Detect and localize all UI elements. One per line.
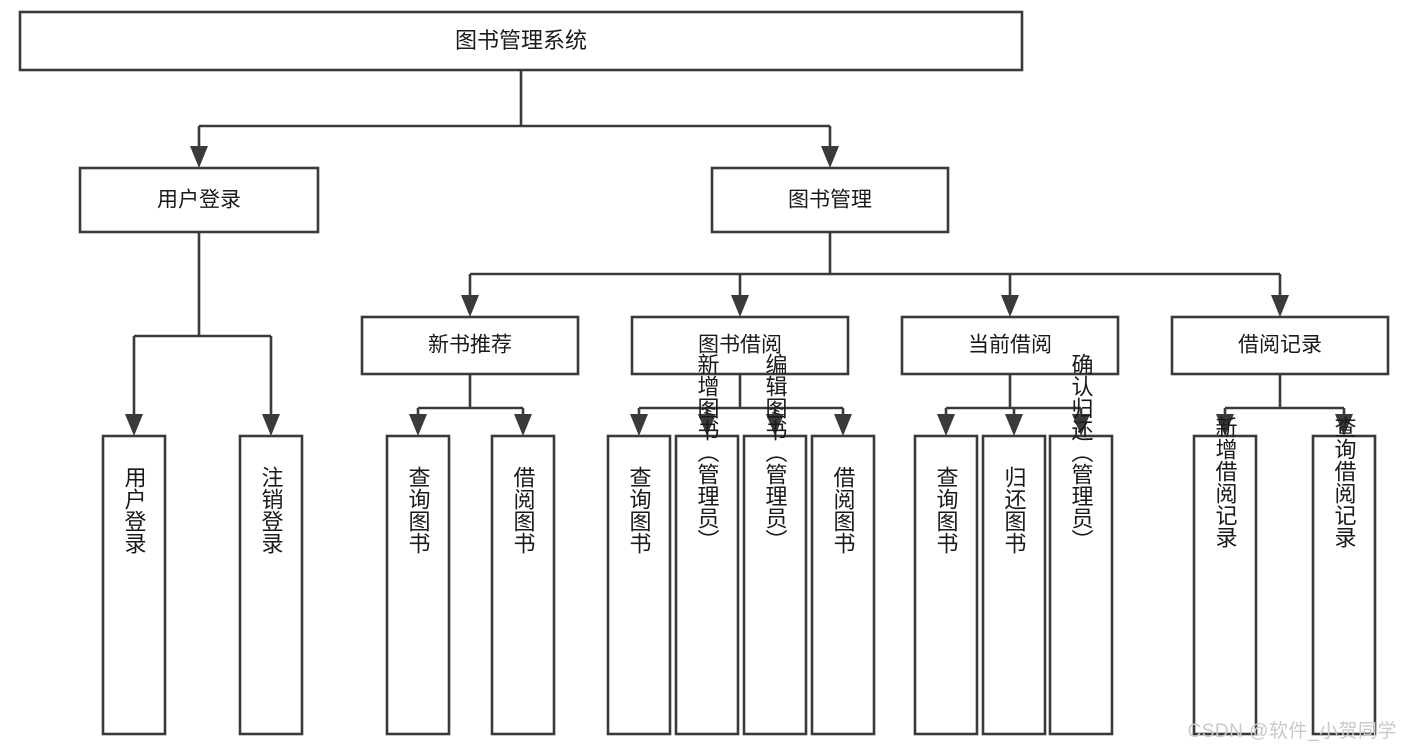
edge-group-current-borrow bbox=[937, 374, 1090, 436]
leaf-box-nbr-query-book bbox=[385, 434, 451, 736]
node-box-root bbox=[18, 10, 1024, 72]
arrowhead-leaf-logout bbox=[262, 414, 280, 436]
node-new-book-recommend[interactable]: 新书推荐 bbox=[360, 315, 580, 376]
leaf-label-bb-query-book: 查询图书 bbox=[627, 466, 652, 554]
arrowhead-book-manage bbox=[821, 146, 839, 168]
edge-group-book-borrow bbox=[630, 374, 852, 436]
leaf-label-bb-borrow-book: 借阅图书 bbox=[831, 466, 856, 554]
leaf-node-br-query-record[interactable]: 查询借阅记录 bbox=[1311, 416, 1377, 736]
edge-group-borrow-record bbox=[1216, 374, 1353, 436]
arrowhead-new-book-recommend bbox=[461, 295, 479, 317]
edge-group-root bbox=[190, 70, 839, 168]
leaf-label-user-login-action: 用户登录 bbox=[122, 466, 147, 554]
node-box-borrow-record bbox=[1170, 315, 1390, 376]
leaf-label-cb-return-book: 归还图书 bbox=[1002, 466, 1027, 554]
arrowhead-nbr-leaf-1 bbox=[409, 414, 427, 436]
leaf-label-br-query-record: 查询借阅记录 bbox=[1332, 416, 1357, 548]
node-current-borrow[interactable]: 当前借阅 bbox=[900, 315, 1120, 376]
leaf-label-cb-confirm-return: 确认归还（管理员） bbox=[1069, 353, 1094, 551]
leaf-box-cb-query-book bbox=[913, 434, 979, 736]
node-box-book-management bbox=[710, 166, 950, 234]
edge-group-book-manage bbox=[461, 232, 1289, 317]
node-label-user-login: 用户登录 bbox=[157, 189, 241, 212]
leaf-label-br-add-record: 新增借阅记录 bbox=[1213, 416, 1238, 548]
arrowhead-nbr-leaf-2 bbox=[514, 414, 532, 436]
leaf-node-br-add-record[interactable]: 新增借阅记录 bbox=[1192, 416, 1258, 736]
arrowhead-cb-leaf-2 bbox=[1005, 414, 1023, 436]
arrowhead-book-borrow bbox=[731, 295, 749, 317]
leaf-node-cb-confirm-return[interactable]: 确认归还（管理员） bbox=[1048, 353, 1114, 736]
arrowhead-cb-leaf-3 bbox=[1072, 414, 1090, 436]
node-box-new-book-recommend bbox=[360, 315, 580, 376]
leaf-node-bb-borrow-book[interactable]: 借阅图书 bbox=[810, 434, 876, 736]
edge-group-new-book-recommend bbox=[409, 374, 532, 436]
leaf-box-br-query-record bbox=[1311, 434, 1377, 736]
leaf-node-cb-query-book[interactable]: 查询图书 bbox=[913, 434, 979, 736]
node-label-current-borrow: 当前借阅 bbox=[968, 334, 1052, 357]
leaf-node-bb-query-book[interactable]: 查询图书 bbox=[606, 434, 672, 736]
leaf-label-nbr-borrow-book: 借阅图书 bbox=[511, 466, 536, 554]
leaf-label-bb-edit-book: 编辑图书（管理员） bbox=[763, 353, 788, 551]
node-box-current-borrow bbox=[900, 315, 1120, 376]
arrowhead-bb-leaf-4 bbox=[834, 414, 852, 436]
leaf-box-cb-return-book bbox=[981, 434, 1047, 736]
leaf-box-bb-edit-book bbox=[742, 434, 808, 736]
leaf-node-bb-add-book[interactable]: 新增图书（管理员） bbox=[674, 353, 740, 736]
node-book-management[interactable]: 图书管理 bbox=[710, 166, 950, 234]
leaf-node-bb-edit-book[interactable]: 编辑图书（管理员） bbox=[742, 353, 808, 736]
node-book-borrow[interactable]: 图书借阅 bbox=[630, 315, 850, 376]
node-label-new-book-recommend: 新书推荐 bbox=[428, 334, 512, 357]
node-label-book-borrow: 图书借阅 bbox=[698, 334, 782, 357]
leaf-box-bb-add-book bbox=[674, 434, 740, 736]
node-box-book-borrow bbox=[630, 315, 850, 376]
leaf-label-nbr-query-book: 查询图书 bbox=[406, 466, 431, 554]
node-root-book-management-system[interactable]: 图书管理系统 bbox=[18, 10, 1024, 72]
leaf-node-nbr-query-book[interactable]: 查询图书 bbox=[385, 434, 451, 736]
leaf-label-cb-query-book: 查询图书 bbox=[934, 466, 959, 554]
leaf-box-bb-borrow-book bbox=[810, 434, 876, 736]
leaf-box-cb-confirm-return bbox=[1048, 434, 1114, 736]
node-box-user-login bbox=[78, 166, 320, 234]
leaf-node-logout[interactable]: 注销登录 bbox=[238, 434, 304, 736]
csdn-watermark: CSDN @软件_小贺同学 bbox=[1187, 721, 1397, 742]
leaf-box-br-add-record bbox=[1192, 434, 1258, 736]
arrowhead-cb-leaf-1 bbox=[937, 414, 955, 436]
leaf-node-user-login-action[interactable]: 用户登录 bbox=[101, 434, 167, 736]
arrowhead-br-leaf-1 bbox=[1216, 414, 1234, 436]
arrowhead-leaf-user-login bbox=[125, 414, 143, 436]
leaf-node-cb-return-book[interactable]: 归还图书 bbox=[981, 434, 1047, 736]
node-label-root: 图书管理系统 bbox=[455, 28, 587, 53]
leaf-box-bb-query-book bbox=[606, 434, 672, 736]
node-borrow-record[interactable]: 借阅记录 bbox=[1170, 315, 1390, 376]
node-user-login[interactable]: 用户登录 bbox=[78, 166, 320, 234]
leaf-box-logout bbox=[238, 434, 304, 736]
arrowhead-bb-leaf-1 bbox=[630, 414, 648, 436]
leaf-label-logout: 注销登录 bbox=[259, 466, 284, 554]
arrowhead-bb-leaf-3 bbox=[766, 414, 784, 436]
arrowhead-bb-leaf-2 bbox=[698, 414, 716, 436]
edge-group-user-login bbox=[125, 232, 280, 436]
arrowhead-br-leaf-2 bbox=[1335, 414, 1353, 436]
leaf-node-nbr-borrow-book[interactable]: 借阅图书 bbox=[490, 434, 556, 736]
arrowhead-borrow-record bbox=[1271, 295, 1289, 317]
arrowhead-user-login bbox=[190, 146, 208, 168]
leaf-box-nbr-borrow-book bbox=[490, 434, 556, 736]
arrowhead-current-borrow bbox=[1001, 295, 1019, 317]
node-label-book-management: 图书管理 bbox=[788, 189, 872, 212]
leaf-label-bb-add-book: 新增图书（管理员） bbox=[695, 353, 720, 551]
leaf-box-user-login-action bbox=[101, 434, 167, 736]
node-label-borrow-record: 借阅记录 bbox=[1238, 334, 1322, 357]
